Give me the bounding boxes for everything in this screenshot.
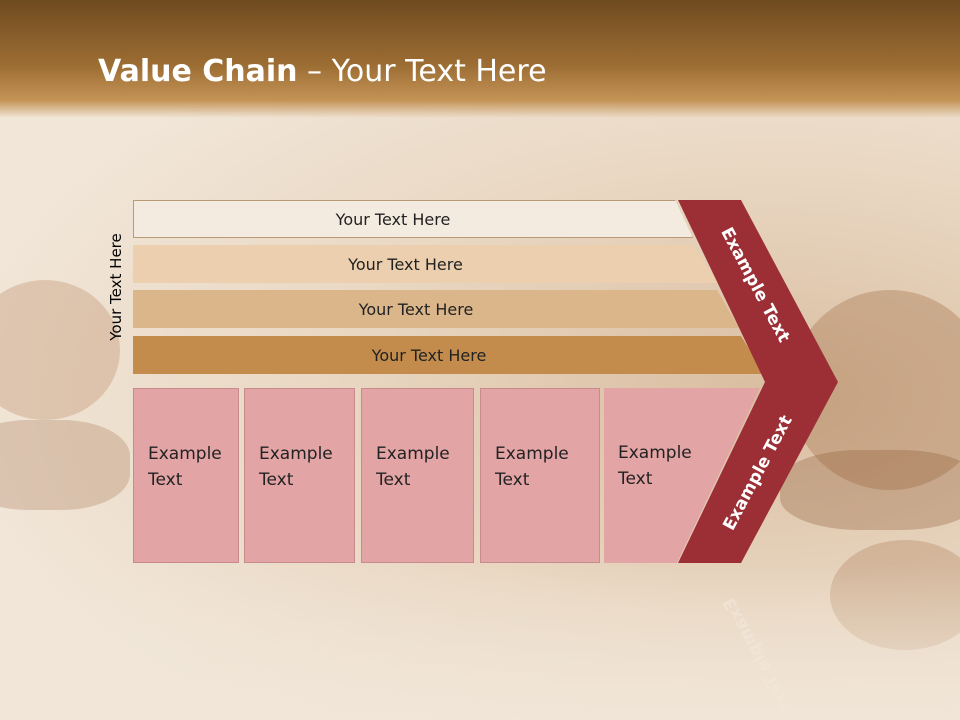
- box-4: Example Text: [480, 388, 600, 563]
- title-bar: [0, 0, 960, 118]
- box-1-line2: Text: [148, 470, 183, 490]
- bar-3: Your Text Here: [133, 290, 739, 328]
- slide-title: Value Chain – Your Text Here: [98, 54, 547, 89]
- peanut-basket-decoration: [780, 450, 960, 530]
- bar-2-label: Your Text Here: [348, 254, 463, 274]
- title-bold: Value Chain: [98, 54, 298, 89]
- box-3-line1: Example: [376, 444, 450, 464]
- bar-4: Your Text Here: [133, 336, 765, 374]
- box-2-line2: Text: [259, 470, 294, 490]
- box-2: Example Text: [244, 388, 355, 563]
- bar-4-label: Your Text Here: [371, 345, 487, 365]
- egg-decoration: [0, 280, 120, 420]
- bar-2: Your Text Here: [133, 245, 718, 283]
- box-2-line1: Example: [259, 444, 333, 464]
- bar-1-label: Your Text Here: [335, 209, 451, 229]
- box-1: Example Text: [133, 388, 239, 563]
- box-3: Example Text: [361, 388, 474, 563]
- title-rest: – Your Text Here: [297, 54, 547, 89]
- box-5-line2: Text: [618, 469, 653, 489]
- reflection-fade: [0, 564, 960, 720]
- box-5-line1: Example: [618, 443, 692, 463]
- box-1-line1: Example: [148, 444, 222, 464]
- basket-decoration: [0, 420, 130, 510]
- bar-1: Your Text Here: [133, 200, 693, 238]
- side-label: Your Text Here: [107, 233, 125, 341]
- box-3-line2: Text: [376, 470, 411, 490]
- box-4-line1: Example: [495, 444, 569, 464]
- box-4-line2: Text: [495, 470, 530, 490]
- bar-3-label: Your Text Here: [358, 299, 474, 319]
